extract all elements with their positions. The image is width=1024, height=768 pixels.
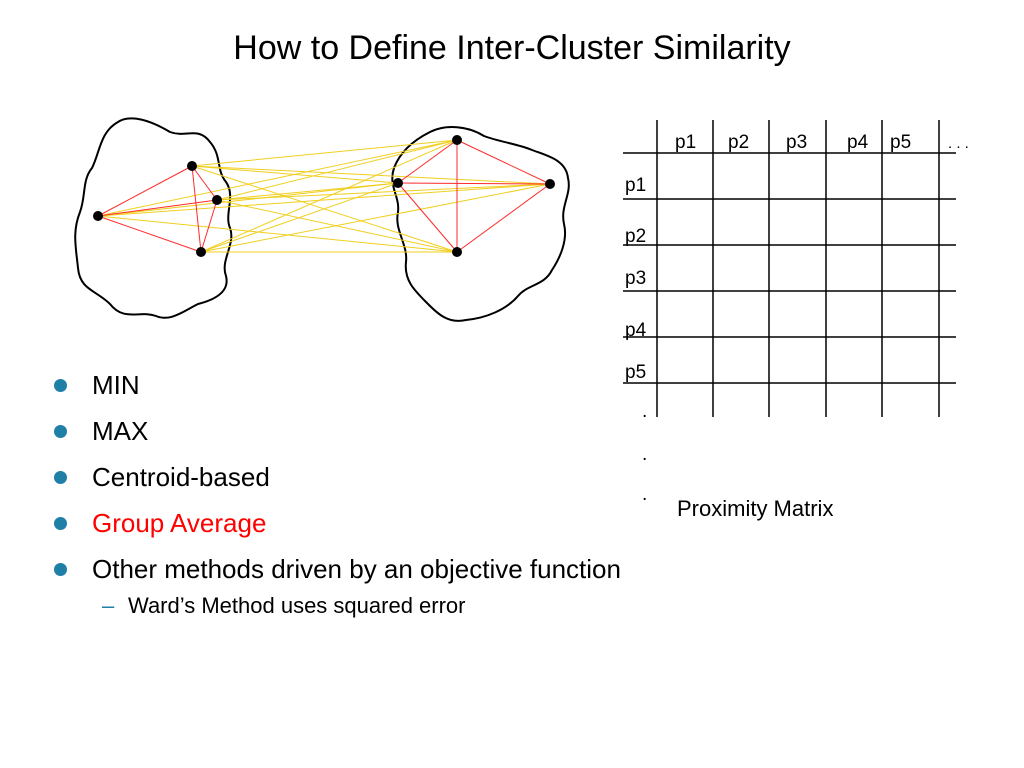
matrix-col-header: p5 [890, 132, 911, 153]
intra-cluster-edge [191, 165, 202, 253]
inter-cluster-edge [97, 183, 551, 217]
inter-cluster-edge [200, 183, 551, 253]
bullet-item-min: MIN [52, 366, 632, 404]
left-point-1 [93, 211, 103, 221]
left-cluster-outline [74, 117, 233, 319]
left-point-2 [187, 161, 197, 171]
bullet-dot-icon [54, 471, 67, 484]
inter-cluster-edge [216, 182, 399, 201]
bullet-text: Centroid-based [92, 462, 270, 492]
matrix-col-header: p1 [675, 132, 696, 153]
matrix-col-header: . . . [948, 135, 969, 152]
matrix-continuation-dot: . [642, 444, 647, 465]
inter-cluster-edge [191, 165, 399, 184]
left-point-4 [196, 247, 206, 257]
intra-cluster-edge [97, 215, 202, 253]
bullet-item-objective: Other methods driven by an objective fun… [52, 550, 632, 622]
matrix-row-header: p5 [625, 362, 646, 383]
intra-cluster-edge [397, 139, 458, 184]
matrix-col-header: p4 [847, 132, 869, 153]
matrix-row-header: p1 [625, 175, 646, 196]
matrix-col-header: p3 [786, 132, 807, 153]
right-point-2 [393, 178, 403, 188]
inter-cluster-edge [97, 215, 458, 253]
right-point-4 [452, 247, 462, 257]
bullet-text: Other methods driven by an objective fun… [92, 554, 621, 584]
right-point-1 [452, 135, 462, 145]
method-list: MIN MAX Centroid-based Group Average Oth… [52, 366, 632, 630]
inter-cluster-edge [216, 139, 458, 201]
inter-cluster-edge [191, 139, 458, 167]
right-cluster-outline [391, 126, 570, 322]
bullet-item-group-average: Group Average [52, 504, 632, 542]
matrix-continuation-dot: . [642, 401, 647, 422]
intra-cluster-edge [456, 139, 551, 185]
intra-cluster-edge [200, 199, 218, 253]
matrix-col-header: p2 [728, 132, 749, 153]
inter-cluster-lines [97, 139, 551, 253]
bullet-item-centroid: Centroid-based [52, 458, 632, 496]
matrix-row-header: p3 [625, 268, 646, 289]
matrix-continuation-dot: . [642, 484, 647, 505]
bullet-text: MAX [92, 416, 149, 446]
cluster-diagram [74, 117, 570, 322]
sub-bullet-text: Ward’s Method uses squared error [128, 593, 466, 618]
bullet-text: MIN [92, 370, 140, 400]
right-point-3 [545, 179, 555, 189]
inter-cluster-edge [191, 165, 551, 185]
intra-cluster-edge [397, 182, 458, 253]
matrix-row-header: p4 [625, 320, 647, 341]
intra-cluster-edge [397, 182, 551, 185]
left-point-3 [212, 195, 222, 205]
proximity-matrix: p1 p2 p3 p4 p5 . . . p1 p2 p3 p4 p5 . . … [623, 120, 969, 505]
bullet-dot-icon [54, 563, 67, 576]
sub-list: – Ward’s Method uses squared error [92, 590, 632, 622]
inter-cluster-edge [97, 139, 458, 217]
bullet-text-highlighted: Group Average [92, 508, 267, 538]
inter-cluster-edge [200, 182, 399, 253]
inter-cluster-edge [216, 183, 551, 201]
intra-cluster-edge [456, 183, 551, 253]
matrix-row-header: p2 [625, 226, 646, 247]
intra-cluster-edge [191, 165, 218, 201]
bullet-dot-icon [54, 425, 67, 438]
dash-icon: – [102, 593, 115, 618]
slide-title: How to Define Inter-Cluster Similarity [233, 29, 791, 67]
bullet-dot-icon [54, 379, 67, 392]
inter-cluster-edge [200, 139, 458, 253]
sub-bullet-ward: – Ward’s Method uses squared error [92, 590, 632, 622]
matrix-caption: Proximity Matrix [677, 496, 834, 521]
intra-cluster-lines [97, 139, 551, 253]
intra-cluster-edge [97, 199, 218, 217]
intra-cluster-edge [97, 165, 193, 217]
inter-cluster-edge [97, 182, 399, 217]
bullet-dot-icon [54, 517, 67, 530]
bullet-item-max: MAX [52, 412, 632, 450]
